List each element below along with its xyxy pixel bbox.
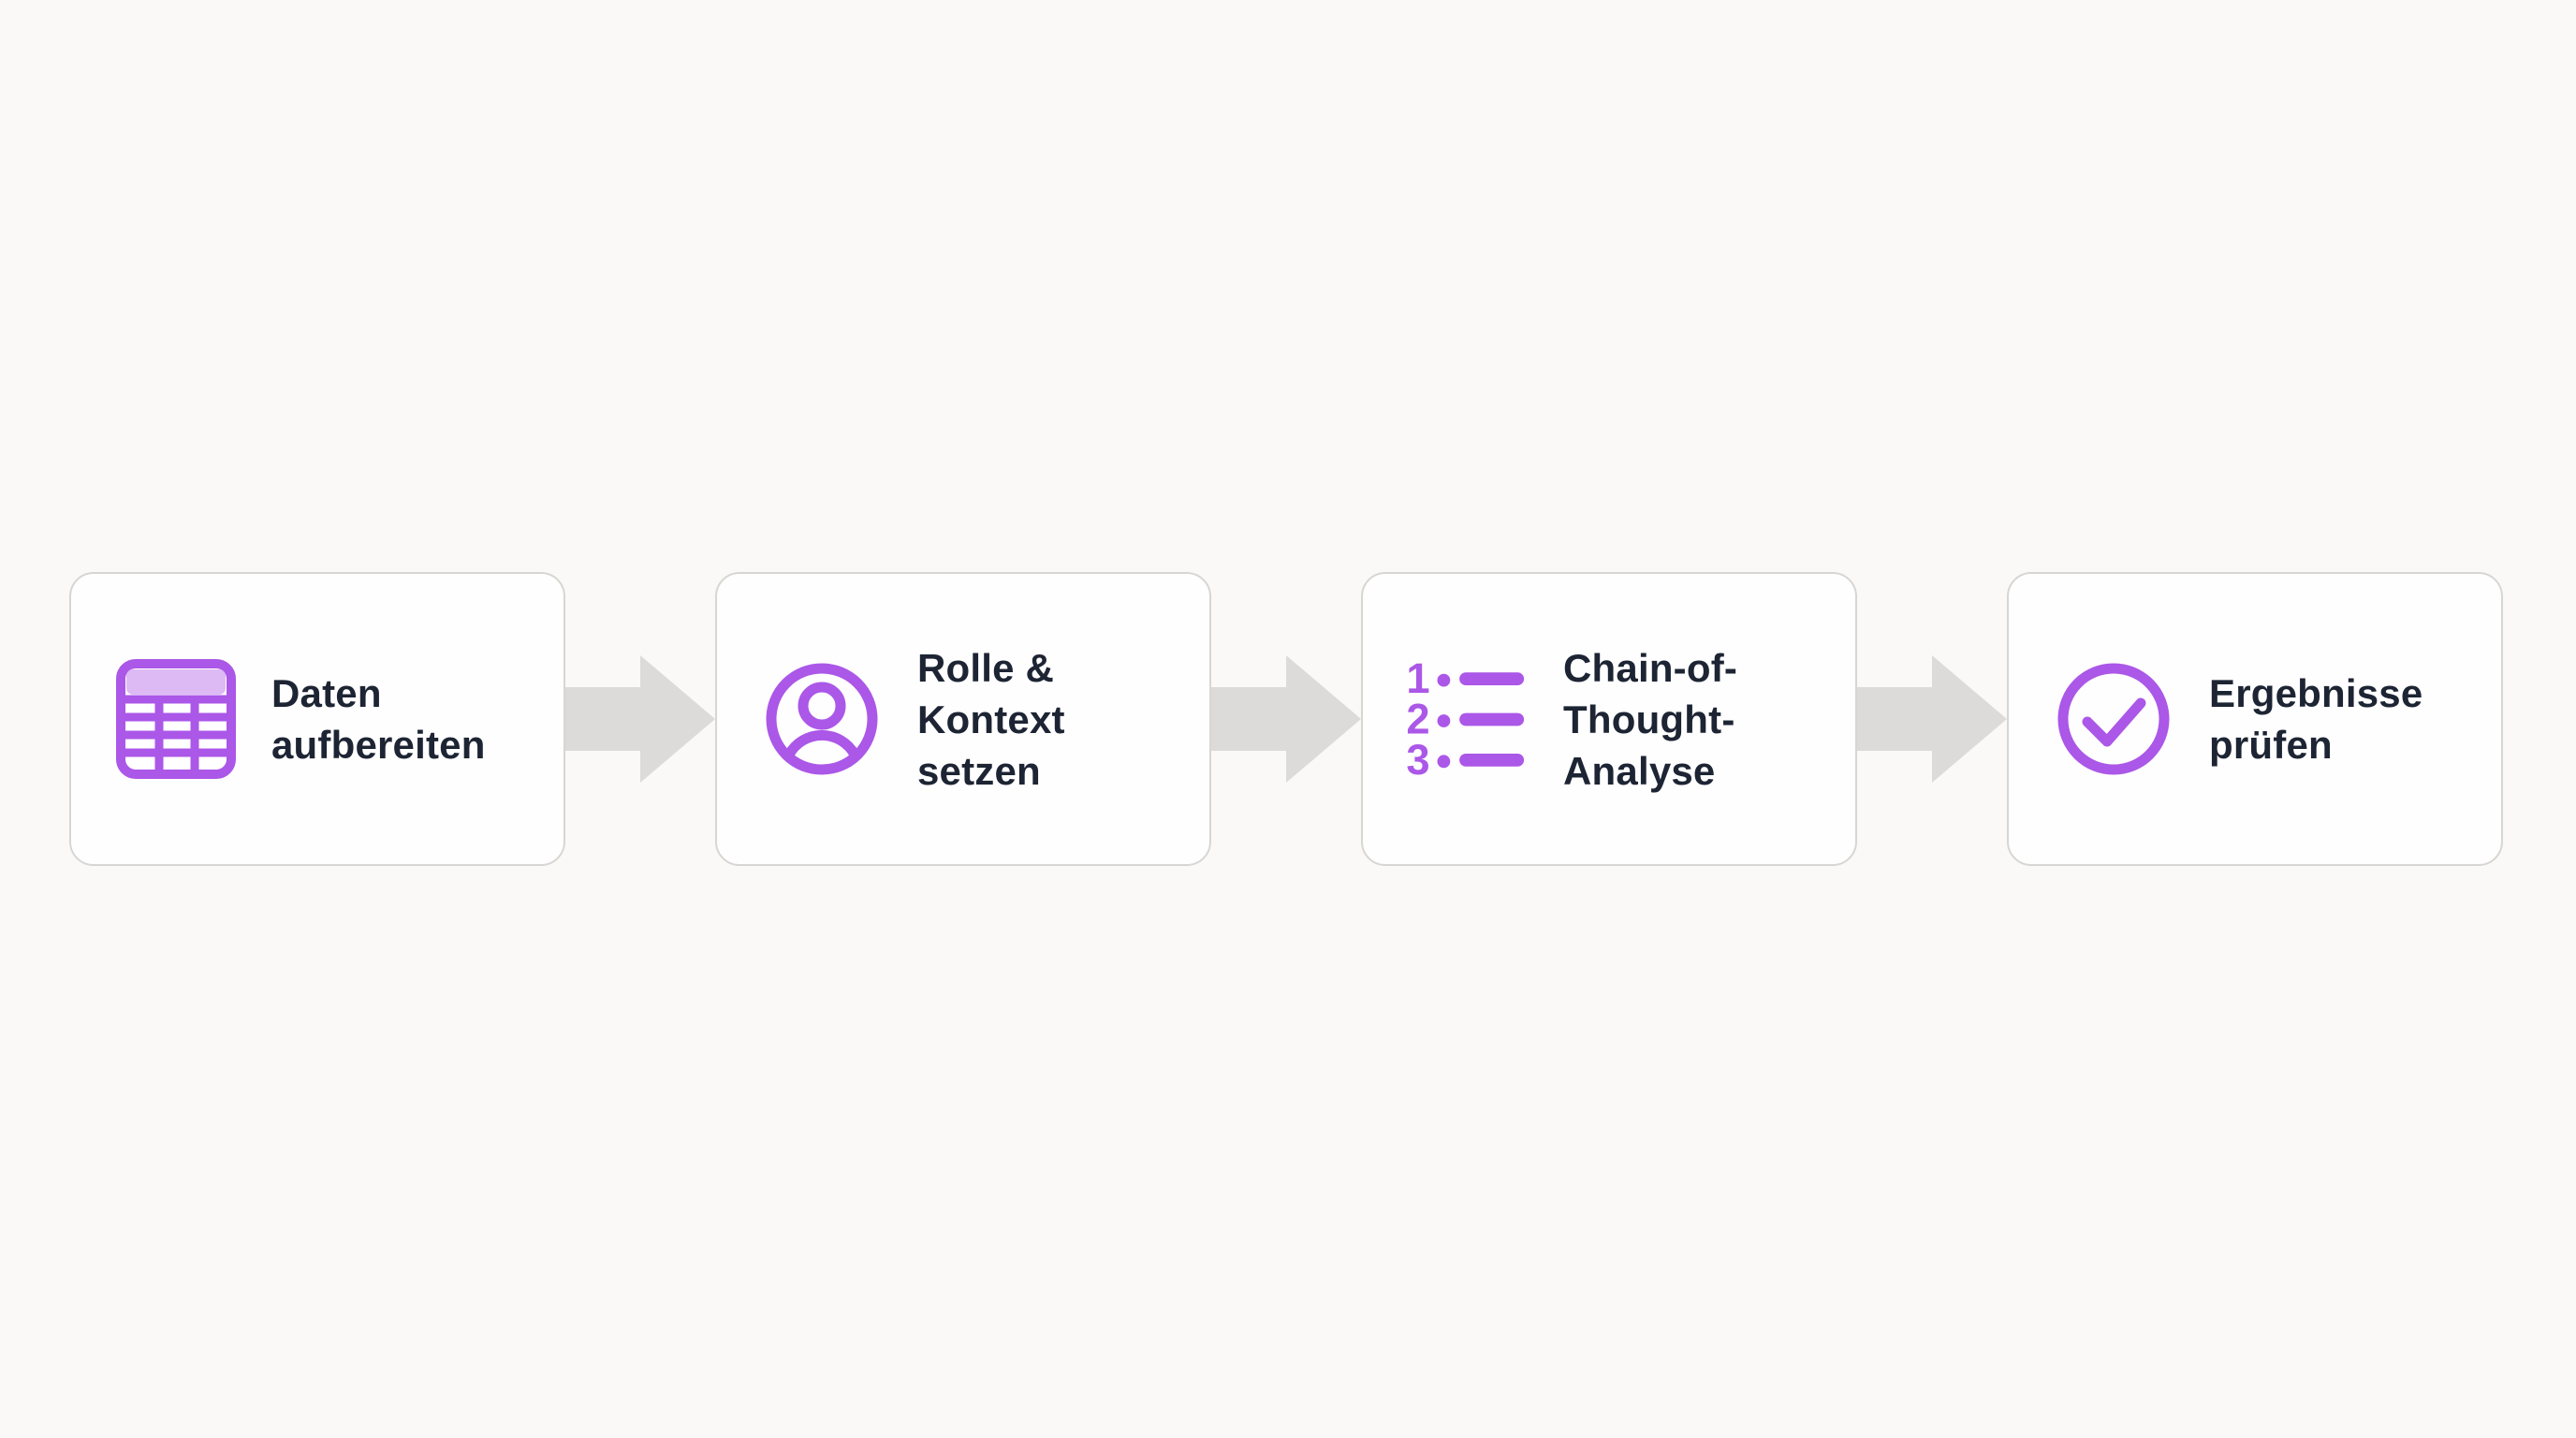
- flow-diagram: Daten aufbereiten Rolle & Kontext setzen…: [69, 572, 2503, 866]
- numbered-list-icon: 1 2 3: [1406, 654, 1525, 784]
- step-card-chain-of-thought: 1 2 3 Chain-of- Thought- Analyse: [1361, 572, 1857, 866]
- step-card-rolle-kontext: Rolle & Kontext setzen: [715, 572, 1211, 866]
- step-label: Rolle & Kontext setzen: [917, 645, 1065, 793]
- user-icon: [766, 663, 878, 775]
- list-number-2: 2: [1406, 696, 1429, 743]
- list-number-3: 3: [1406, 736, 1429, 784]
- list-number-1: 1: [1406, 654, 1429, 702]
- flow-arrow-icon: [1857, 655, 2007, 783]
- flow-arrow-icon: [565, 655, 715, 783]
- check-circle-icon: [2057, 663, 2170, 775]
- step-label: Ergebnisse prüfen: [2209, 671, 2423, 767]
- step-label: Daten aufbereiten: [271, 671, 486, 767]
- step-label: Chain-of- Thought- Analyse: [1563, 645, 1738, 793]
- step-card-ergebnisse-pruefen: Ergebnisse prüfen: [2007, 572, 2503, 866]
- flow-arrow-icon: [1211, 655, 1361, 783]
- step-card-daten-aufbereiten: Daten aufbereiten: [69, 572, 565, 866]
- table-icon: [116, 659, 236, 779]
